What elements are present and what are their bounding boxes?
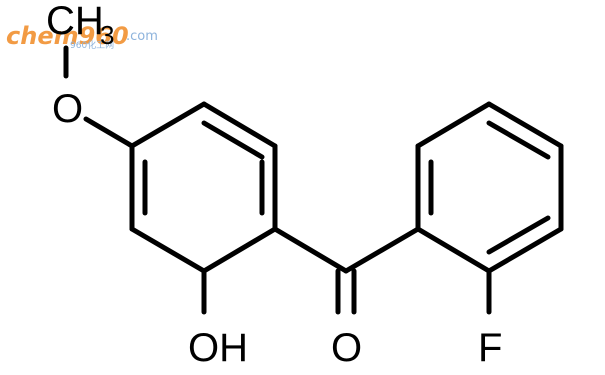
bond-ring-a-2 xyxy=(201,101,278,149)
bond-ring-b-2 xyxy=(415,101,492,149)
bond-ring-a-inner-1 xyxy=(201,120,265,160)
bond-ring-a-5 xyxy=(129,226,207,274)
watermark-tagline: 960化工网 xyxy=(70,39,114,51)
atom-hydroxyl: OH xyxy=(188,326,248,370)
bond-ring-b-inner-2 xyxy=(486,120,551,160)
atom-methoxy-oxygen: O xyxy=(52,87,83,131)
bond-ring-b-6 xyxy=(415,226,492,274)
bond-ring-a-4 xyxy=(201,226,278,274)
watermark-logo: chem960 .com 960化工网 xyxy=(6,22,158,51)
bond-ring-a-1 xyxy=(129,101,207,149)
atom-carbonyl-oxygen: O xyxy=(331,326,362,370)
atom-labels: CH 3 O OH O F xyxy=(46,0,502,370)
bond-ring-b-inner-3 xyxy=(486,215,551,255)
bond-ring-b-5 xyxy=(486,226,564,274)
atom-methyl: CH xyxy=(46,0,104,43)
bond-ring-b-3 xyxy=(486,101,564,149)
atom-fluorine: F xyxy=(478,326,502,370)
watermark-suffix: .com xyxy=(126,29,158,44)
watermark-brand: chem960 xyxy=(6,22,129,50)
bonds xyxy=(63,45,564,315)
atom-methyl-subscript: 3 xyxy=(100,20,114,50)
bond-carbonyl-ring xyxy=(343,226,421,274)
bond-ring-carbonyl xyxy=(272,226,349,274)
bond-oxygen-ring xyxy=(83,116,135,149)
